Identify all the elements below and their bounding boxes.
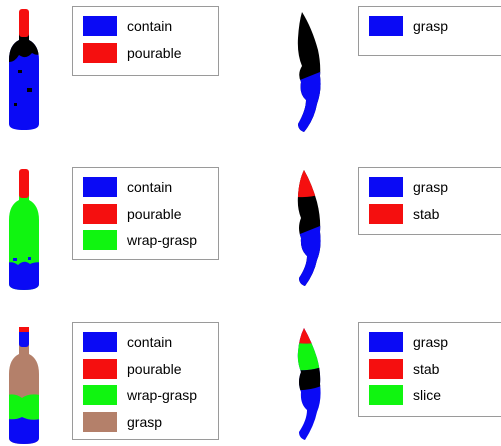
legend-6: grasp stab slice <box>358 322 501 417</box>
bottle-segmentation-3 <box>9 327 39 444</box>
knife-segmentation-3 <box>297 328 321 440</box>
bottle-segmentation-1 <box>9 9 39 130</box>
legend-2: grasp <box>358 6 501 56</box>
legend-label: pourable <box>127 44 182 61</box>
legend-swatch <box>83 203 117 224</box>
legend-label: stab <box>413 205 440 222</box>
legend-swatch <box>369 358 403 379</box>
legend-label: contain <box>127 334 173 350</box>
legend-label: pourable <box>127 360 182 377</box>
legend-label: grasp <box>413 179 449 195</box>
legend-1: contain pourable <box>72 6 219 76</box>
legend-swatch <box>369 177 403 197</box>
bottle-segmentation-2 <box>9 169 39 290</box>
legend-swatch <box>83 358 117 379</box>
legend-3: contain pourable wrap-grasp <box>72 167 219 260</box>
legend-label: wrap-grasp <box>127 387 198 403</box>
legend-label: slice <box>413 387 442 403</box>
legend-swatch <box>83 230 117 250</box>
legend-swatch <box>369 203 403 224</box>
legend-label: grasp <box>127 413 163 430</box>
legend-4: grasp stab <box>358 167 501 235</box>
legend-swatch <box>83 177 117 197</box>
legend-label: grasp <box>413 18 449 34</box>
legend-swatch <box>83 385 117 405</box>
legend-swatch <box>83 411 117 432</box>
legend-swatch <box>369 385 403 405</box>
legend-label: stab <box>413 360 440 377</box>
knife-segmentation-1 <box>297 12 321 132</box>
legend-swatch <box>369 16 403 36</box>
legend-swatch <box>83 332 117 352</box>
legend-label: grasp <box>413 334 449 350</box>
legend-swatch <box>83 16 117 36</box>
legend-swatch <box>369 332 403 352</box>
legend-label: contain <box>127 179 173 195</box>
knife-segmentation-2 <box>297 170 321 286</box>
legend-swatch <box>83 42 117 63</box>
legend-label: wrap-grasp <box>127 232 198 248</box>
legend-label: pourable <box>127 205 182 222</box>
legend-label: contain <box>127 18 173 34</box>
legend-5: contain pourable wrap-grasp grasp <box>72 322 219 440</box>
